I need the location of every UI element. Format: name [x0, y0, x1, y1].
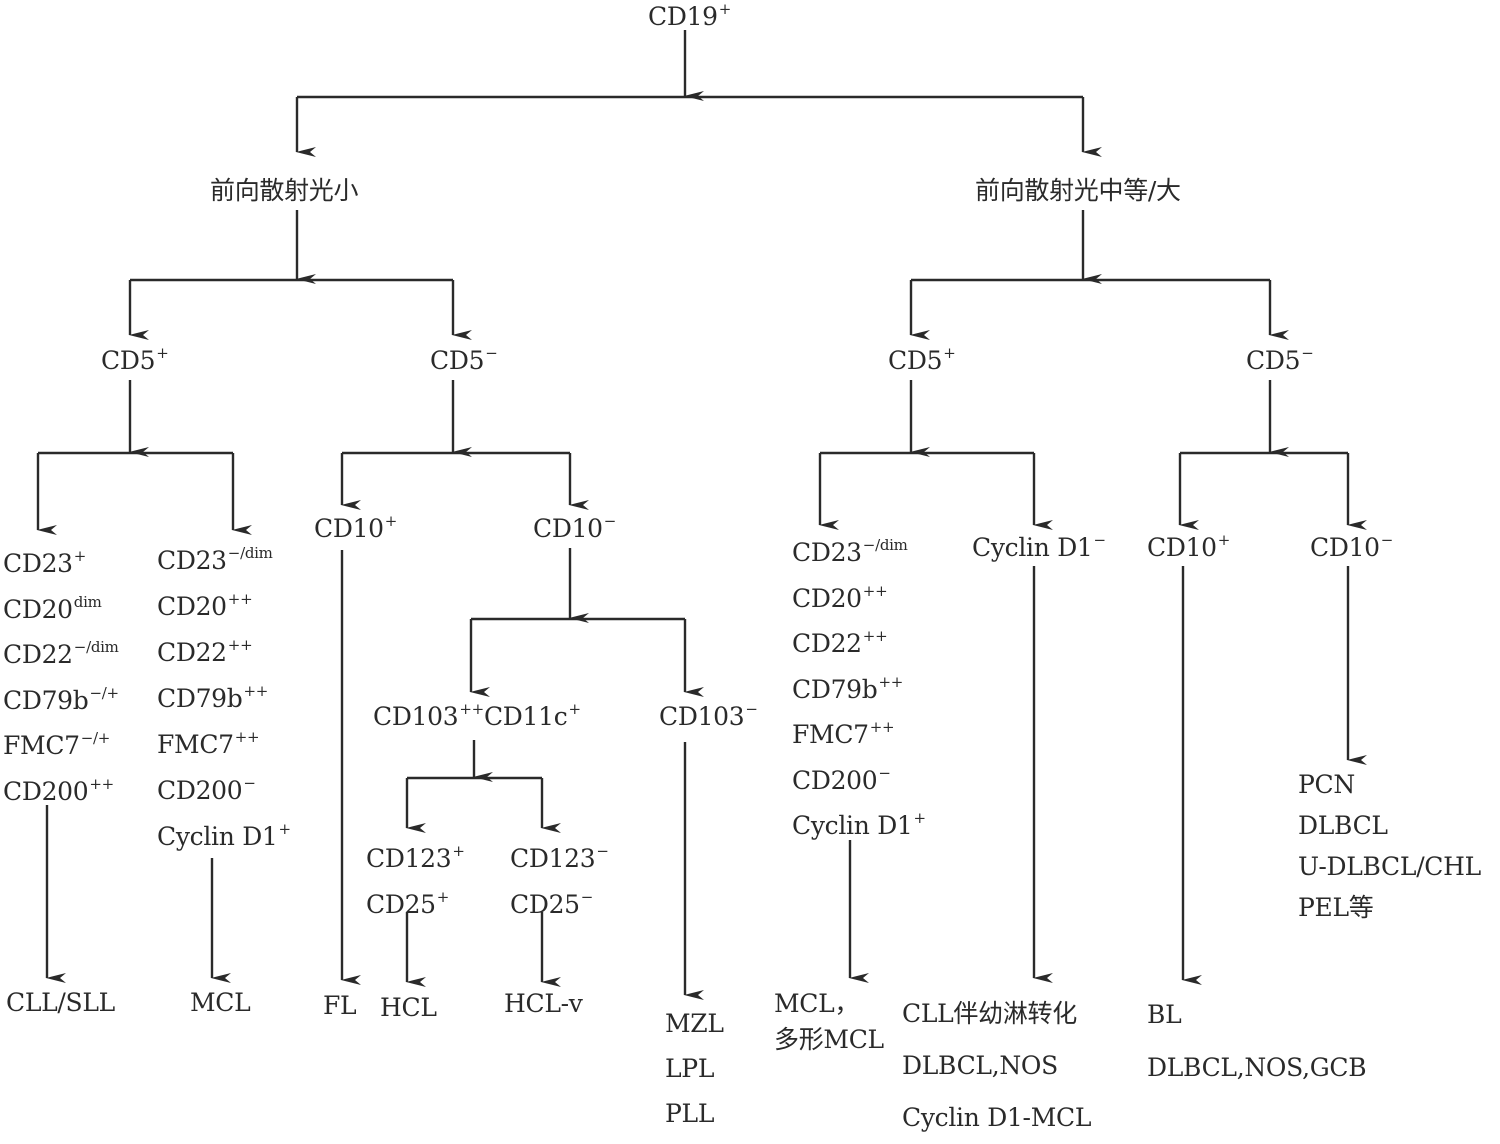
outcome-mzl-group: MZL LPL PLL: [665, 1001, 724, 1136]
hclv-marker-list: CD123− CD25−: [510, 836, 609, 928]
outcome-large-mcl: MCL， 多形MCL: [774, 986, 884, 1058]
large-mcl-marker-1: CD20++: [792, 581, 888, 613]
outcome-mzl-item-2: PLL: [665, 1099, 715, 1128]
small-mcl-marker-5: CD200−: [157, 774, 256, 805]
node-small-cd10-pos: CD10+: [314, 512, 398, 543]
outcome-cyclin-neg: CLL伴幼淋转化 DLBCL,NOS Cyclin D1-MCL: [902, 988, 1091, 1144]
small-mcl-marker-0: CD23−/dim: [157, 544, 273, 575]
node-small-cd5-pos: CD5+: [101, 344, 169, 375]
node-large-cd10-neg: CD10−: [1310, 531, 1394, 562]
node-large-cd5-pos: CD5+: [888, 344, 956, 375]
hclv-marker-1: CD25−: [510, 888, 594, 919]
small-mcl-marker-1: CD20++: [157, 590, 253, 621]
outcome-cll-sll: CLL/SLL: [6, 988, 115, 1017]
small-mcl-marker-2: CD22++: [157, 636, 253, 667]
cll-marker-3: CD79b−/+: [3, 683, 119, 715]
cd10-pos-outcome-item-0: BL: [1147, 1000, 1182, 1029]
node-large-cd5-neg: CD5−: [1246, 344, 1314, 375]
large-mcl-marker-5: CD200−: [792, 763, 891, 795]
node-scatter-small: 前向散射光小: [210, 176, 359, 205]
large-mcl-marker-6: Cyclin D1+: [792, 809, 926, 840]
cyclin-neg-outcome-item-2: Cyclin D1-MCL: [902, 1103, 1092, 1132]
hcl-marker-0: CD123+: [366, 842, 465, 873]
node-cd103-neg: CD103−: [659, 700, 758, 731]
cll-marker-1: CD20dim: [3, 592, 102, 624]
cyclin-neg-outcome-item-0: CLL伴幼淋转化: [902, 999, 1077, 1028]
node-cyclin-d1-neg: Cyclin D1−: [972, 531, 1106, 562]
hcl-marker-list: CD123+ CD25+: [366, 836, 465, 928]
outcome-large-cd10-pos: BL DLBCL,NOS,GCB: [1147, 988, 1367, 1094]
large-mcl-outcome-item-0: MCL，: [774, 989, 860, 1018]
outcome-fl: FL: [323, 991, 357, 1020]
small-mcl-marker-6: Cyclin D1+: [157, 820, 291, 851]
cll-marker-5: CD200++: [3, 774, 114, 806]
pcn-outcome-item-0: PCN: [1298, 770, 1355, 799]
node-cd103-pos-cd11c-pos: CD103++CD11c+: [373, 700, 581, 731]
pcn-outcome-item-3: PEL等: [1298, 893, 1374, 922]
large-mcl-outcome-item-1: 多形MCL: [774, 1025, 884, 1054]
large-mcl-marker-2: CD22++: [792, 627, 888, 658]
outcome-hcl: HCL: [380, 993, 437, 1022]
outcome-mzl-item-0: MZL: [665, 1009, 724, 1038]
outcome-hcl-v: HCL-v: [504, 989, 583, 1018]
hcl-marker-1: CD25+: [366, 888, 450, 919]
small-mcl-marker-4: FMC7++: [157, 728, 260, 759]
cll-marker-0: CD23+: [3, 547, 87, 578]
large-mcl-marker-3: CD79b++: [792, 672, 904, 704]
large-cd10-neg-outcomes: PCN DLBCL U-DLBCL/CHL PEL等: [1298, 764, 1481, 928]
node-cd19-pos: CD19+: [648, 0, 732, 31]
outcome-mcl: MCL: [190, 988, 251, 1017]
outcome-mzl-item-1: LPL: [665, 1054, 715, 1083]
node-scatter-large: 前向散射光中等/大: [975, 176, 1181, 205]
cll-marker-2: CD22−/dim: [3, 638, 119, 669]
cll-marker-4: FMC7−/+: [3, 729, 111, 760]
cd10-pos-outcome-item-1: DLBCL,NOS,GCB: [1147, 1053, 1367, 1082]
hclv-marker-0: CD123−: [510, 842, 609, 873]
large-mcl-marker-0: CD23−/dim: [792, 536, 908, 567]
pcn-outcome-item-2: U-DLBCL/CHL: [1298, 852, 1481, 881]
cyclin-neg-outcome-item-1: DLBCL,NOS: [902, 1051, 1058, 1080]
large-mcl-marker-4: FMC7++: [792, 718, 895, 749]
node-large-cd10-pos: CD10+: [1147, 531, 1231, 562]
node-small-cd5-neg: CD5−: [430, 344, 498, 375]
node-small-cd10-neg: CD10−: [533, 512, 617, 543]
pcn-outcome-item-1: DLBCL: [1298, 811, 1388, 840]
small-mcl-marker-3: CD79b++: [157, 682, 269, 713]
